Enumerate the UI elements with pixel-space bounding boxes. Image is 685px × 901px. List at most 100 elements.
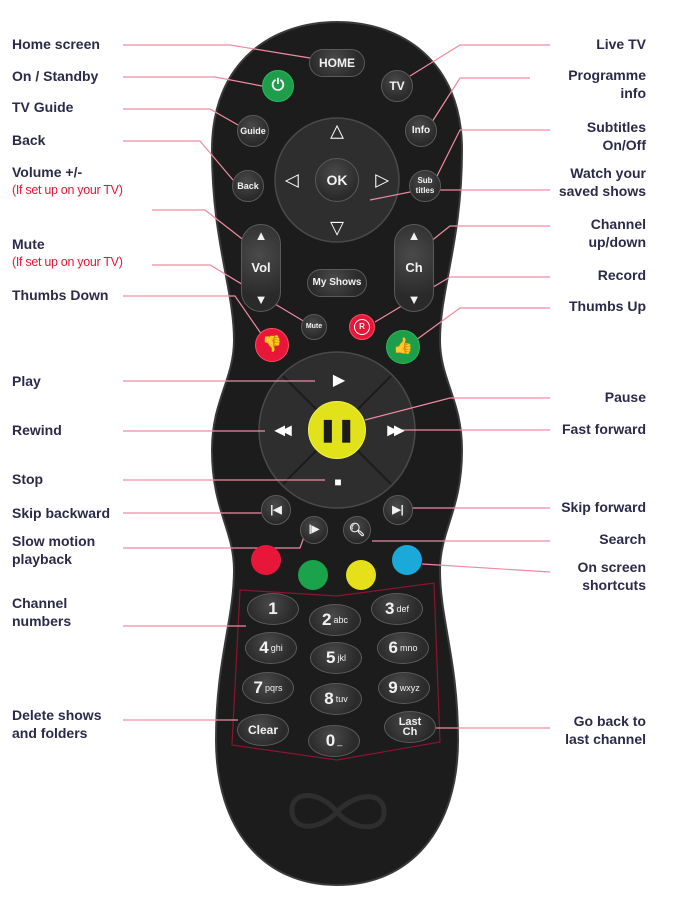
label-channel-up-down: Channel up/down <box>588 215 646 251</box>
label-mute-note: (If set up on your TV) <box>12 255 123 269</box>
label-record: Record <box>597 267 646 283</box>
record-button[interactable]: R <box>349 314 375 340</box>
infinity-logo <box>289 793 387 830</box>
play-icon[interactable]: ▶ <box>332 372 346 389</box>
ok-button[interactable]: OK <box>315 158 359 202</box>
channel-up-icon[interactable]: ▲ <box>407 228 421 243</box>
last-channel-label-1: Last <box>398 716 422 728</box>
right-arrow-icon[interactable]: △ <box>373 174 394 188</box>
key-5-digit: 5 <box>326 648 336 667</box>
tv-button[interactable]: TV <box>381 70 413 102</box>
key-0[interactable]: 0_ <box>308 725 360 757</box>
search-icon: 🔍︎ <box>348 522 366 537</box>
red-shortcut-button[interactable] <box>251 545 281 575</box>
label-thumbs-up: Thumbs Up <box>569 298 646 314</box>
my-shows-button[interactable]: My Shows <box>307 269 367 297</box>
down-arrow-icon[interactable]: ▽ <box>330 217 344 238</box>
mute-button[interactable]: Mute <box>301 314 327 340</box>
label-last-1: Go back to <box>573 713 646 729</box>
subtitles-label-2: titles <box>415 186 435 195</box>
label-live-tv: Live TV <box>596 36 646 52</box>
label-info-1: Programme <box>568 67 646 83</box>
key-6-letters: mno <box>399 643 418 653</box>
key-3-digit: 3 <box>385 599 395 618</box>
pause-button[interactable]: ❚❚ <box>308 401 366 459</box>
key-1[interactable]: 1 <box>247 593 299 625</box>
label-info-2: info <box>620 85 646 101</box>
back-button[interactable]: Back <box>232 170 264 202</box>
key-8-digit: 8 <box>324 689 334 708</box>
label-delete-shows: Delete shows and folders <box>12 706 101 742</box>
label-search: Search <box>599 531 646 547</box>
label-pause: Pause <box>604 389 646 405</box>
fast-forward-icon[interactable]: ▶▶ <box>387 421 404 438</box>
key-4-digit: 4 <box>259 638 269 657</box>
rewind-icon[interactable]: ◀◀ <box>274 421 291 438</box>
label-tv-guide: TV Guide <box>12 99 74 115</box>
label-delete-1: Delete shows <box>12 707 102 723</box>
search-button[interactable]: 🔍︎ <box>343 516 371 544</box>
label-shortcuts-1: On screen <box>577 559 646 575</box>
volume-up-icon[interactable]: ▲ <box>254 228 268 243</box>
label-play: Play <box>12 373 41 389</box>
channel-down-icon[interactable]: ▼ <box>407 292 421 307</box>
subtitles-label-1: Sub <box>417 176 433 185</box>
green-shortcut-button[interactable] <box>298 560 328 590</box>
label-subtitles-2: On/Off <box>602 137 646 153</box>
label-channel-2: up/down <box>588 234 646 250</box>
blue-shortcut-button[interactable] <box>392 545 422 575</box>
guide-button[interactable]: Guide <box>237 115 269 147</box>
label-slow-1: Slow motion <box>12 533 96 549</box>
thumbs-up-button[interactable]: 👍 <box>386 330 420 364</box>
label-fast-forward: Fast forward <box>561 421 646 437</box>
skip-forward-button[interactable]: ▶| <box>383 495 413 525</box>
left-arrow-icon[interactable]: △ <box>280 174 301 188</box>
last-channel-label-2: Ch <box>402 726 418 738</box>
stop-icon[interactable]: ■ <box>334 475 342 489</box>
volume-down-icon[interactable]: ▼ <box>254 292 268 307</box>
label-saved-1: Watch your <box>570 165 646 181</box>
key-5-letters: jkl <box>337 653 346 663</box>
label-volume: Volume +/- (If set up on your TV) <box>12 163 123 199</box>
key-9-digit: 9 <box>388 678 398 697</box>
channel-rocker[interactable]: ▲Ch▼ <box>394 224 434 312</box>
label-programme-info: Programme info <box>568 66 646 102</box>
clear-button[interactable]: Clear <box>237 714 289 746</box>
label-volume-text: Volume +/- <box>12 164 83 180</box>
slow-motion-icon: |▶ <box>308 524 320 535</box>
info-button[interactable]: Info <box>405 115 437 147</box>
label-stop: Stop <box>12 471 44 487</box>
key-2-letters: abc <box>333 615 348 625</box>
home-button[interactable]: HOME <box>309 49 365 77</box>
key-2-digit: 2 <box>322 610 332 629</box>
label-channel-1: Channel <box>590 216 646 232</box>
key-3-letters: def <box>396 604 409 614</box>
key-4-letters: ghi <box>270 643 283 653</box>
skip-backward-icon: |◀ <box>270 504 282 516</box>
up-arrow-icon[interactable]: △ <box>330 120 344 141</box>
record-icon: R <box>354 319 370 335</box>
power-button[interactable]: ⏻ <box>262 70 294 102</box>
skip-backward-button[interactable]: |◀ <box>261 495 291 525</box>
label-volume-note: (If set up on your TV) <box>12 183 123 197</box>
thumbs-down-button[interactable]: 👎 <box>255 328 289 362</box>
volume-rocker[interactable]: ▲Vol▼ <box>241 224 281 312</box>
label-delete-2: and folders <box>12 725 88 741</box>
label-skip-backward: Skip backward <box>12 505 111 521</box>
label-shortcuts-2: shortcuts <box>582 577 646 593</box>
slow-motion-button[interactable]: |▶ <box>300 516 328 544</box>
yellow-shortcut-button[interactable] <box>346 560 376 590</box>
